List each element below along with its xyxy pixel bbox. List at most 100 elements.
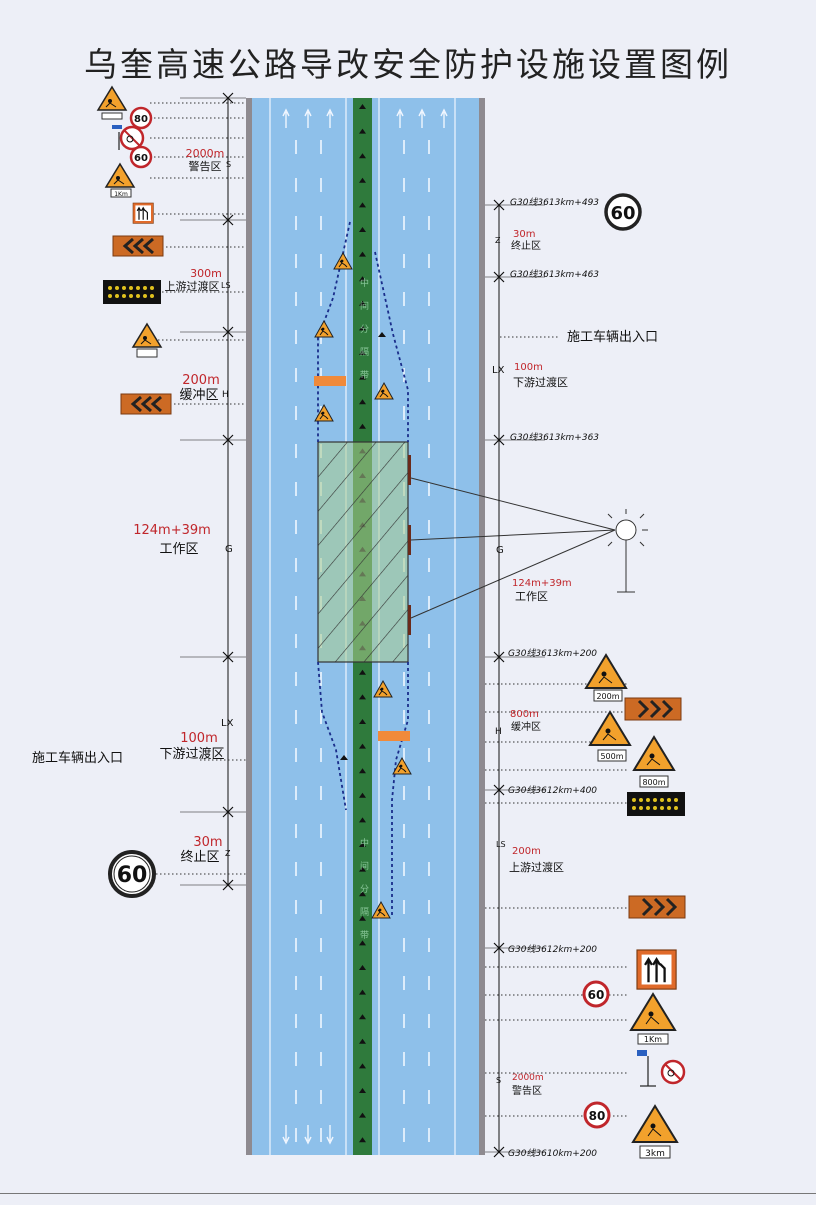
cone-icon	[359, 374, 366, 380]
road-arrows	[282, 108, 448, 1145]
cone-icon	[359, 1038, 366, 1044]
cone-icon	[359, 768, 366, 774]
median-label-bottom: 中间分隔带	[358, 838, 368, 953]
svg-text:60: 60	[588, 988, 605, 1002]
right-warning-name: 警告区	[512, 1086, 542, 1097]
left-downstream-length: 100m	[180, 731, 218, 746]
lane-closed-sign	[635, 948, 678, 991]
cone-icon	[359, 251, 366, 257]
svg-text:800m: 800m	[642, 778, 665, 787]
station-s2: G30线3613km+463	[510, 270, 600, 280]
left-dotted-guides	[150, 102, 246, 875]
svg-text:60: 60	[117, 863, 148, 888]
cone-icon	[359, 965, 366, 970]
left-upstream-length: 300m	[190, 267, 222, 280]
road-shoulder-left	[246, 98, 252, 1155]
cone-icon	[359, 891, 366, 897]
cone-icon	[359, 940, 366, 946]
construction-sign: 200m	[584, 653, 628, 702]
cone-icon	[359, 1063, 366, 1069]
svg-text:500m: 500m	[600, 752, 623, 761]
cone-icon	[340, 755, 348, 760]
cone-icon	[359, 842, 366, 847]
cone-icon	[359, 423, 366, 429]
left-upstream-name: 上游过渡区	[164, 280, 220, 293]
right-exit-label: 施工车辆出入口	[567, 330, 659, 345]
right-work-name: 工作区	[515, 590, 548, 603]
svg-text:3km: 3km	[645, 1149, 665, 1159]
right-buffer-length: 800m	[510, 709, 539, 720]
svg-text:60: 60	[610, 203, 635, 224]
cone-icon	[359, 669, 366, 675]
right-buffer-name: 缓冲区	[511, 722, 541, 733]
left-warning-length: 2000m	[185, 147, 225, 160]
chevron-left-sign	[111, 234, 165, 258]
cone-icon	[359, 300, 366, 306]
cone-icon	[359, 399, 366, 405]
page-title: 乌奎高速公路导改安全防护设施设置图例	[84, 45, 732, 84]
speed-limit-sign: 80	[129, 106, 153, 130]
construction-sign	[96, 85, 128, 111]
page-divider	[0, 1193, 816, 1194]
station-s7: G30线3610km+200	[508, 1149, 598, 1159]
cone-icon	[359, 153, 366, 159]
left-downstream-code: LX	[221, 718, 234, 729]
station-s6: G30线3612km+200	[508, 945, 598, 955]
station-s1: G30线3613km+493	[510, 198, 600, 208]
construction-sign: 1Km	[104, 162, 136, 198]
svg-text:1Km: 1Km	[644, 1035, 662, 1044]
station-s4: G30线3613km+200	[508, 649, 598, 659]
right-upstream-code: LS	[496, 840, 506, 849]
cone-icon	[359, 989, 366, 995]
road-shoulder-right	[479, 98, 485, 1155]
left-buffer-length: 200m	[182, 373, 220, 388]
right-buffer-code: H	[495, 727, 502, 737]
lane-closed-sign	[132, 202, 154, 224]
flashing-arrow-board	[627, 792, 685, 816]
cone-icon	[359, 128, 366, 134]
chevron-right-sign	[623, 696, 683, 722]
median-label-top: 中间分隔带	[358, 278, 368, 393]
station-s5: G30线3612km+400	[508, 786, 598, 796]
left-warning-code: S	[226, 160, 232, 169]
left-downstream-name: 下游过渡区	[159, 747, 225, 762]
construction-sign: 500m	[588, 710, 632, 762]
svg-text:1Km: 1Km	[114, 191, 128, 198]
speed-limit-sign: 60	[604, 193, 642, 231]
construction-sign	[131, 322, 163, 358]
cone-icon	[359, 1137, 366, 1143]
cone-icon	[359, 1112, 366, 1118]
cone-icon	[359, 325, 366, 331]
lane-dashes	[295, 140, 430, 1142]
left-termination-code: Z	[225, 849, 231, 858]
right-ticks	[485, 199, 545, 1158]
cone-icon	[359, 1088, 366, 1093]
left-upstream-code: LS	[221, 281, 231, 290]
cone-icon	[359, 104, 366, 109]
left-termination-name: 终止区	[180, 850, 220, 865]
right-termination-length: 30m	[513, 229, 536, 240]
left-buffer-code: H	[222, 390, 229, 400]
speed-limit-sign: 60	[129, 145, 153, 169]
right-downstream-code: LX	[492, 365, 505, 376]
construction-sign: 1Km	[629, 992, 677, 1045]
svg-text:200m: 200m	[596, 692, 619, 701]
left-buffer-name: 缓冲区	[179, 388, 219, 403]
left-warning-name: 警告区	[188, 160, 222, 173]
left-ticks	[180, 92, 246, 891]
cone-icon	[359, 202, 366, 208]
chevron-right-sign	[627, 894, 687, 920]
lighting-tower	[410, 477, 648, 619]
left-termination-length: 30m	[193, 835, 223, 850]
right-termination-code: Z	[495, 236, 501, 245]
cone-icon	[359, 1014, 366, 1020]
cone-icon	[359, 694, 366, 700]
flashing-arrow-board	[103, 280, 161, 304]
arrow-board	[314, 376, 346, 386]
no-entry-icon	[660, 1059, 686, 1085]
chevron-left-sign	[119, 392, 173, 416]
right-work-code: G	[496, 545, 504, 556]
cone-icon	[359, 743, 366, 749]
cone-icon	[359, 227, 366, 232]
right-warning-length: 2000m	[512, 1073, 544, 1083]
